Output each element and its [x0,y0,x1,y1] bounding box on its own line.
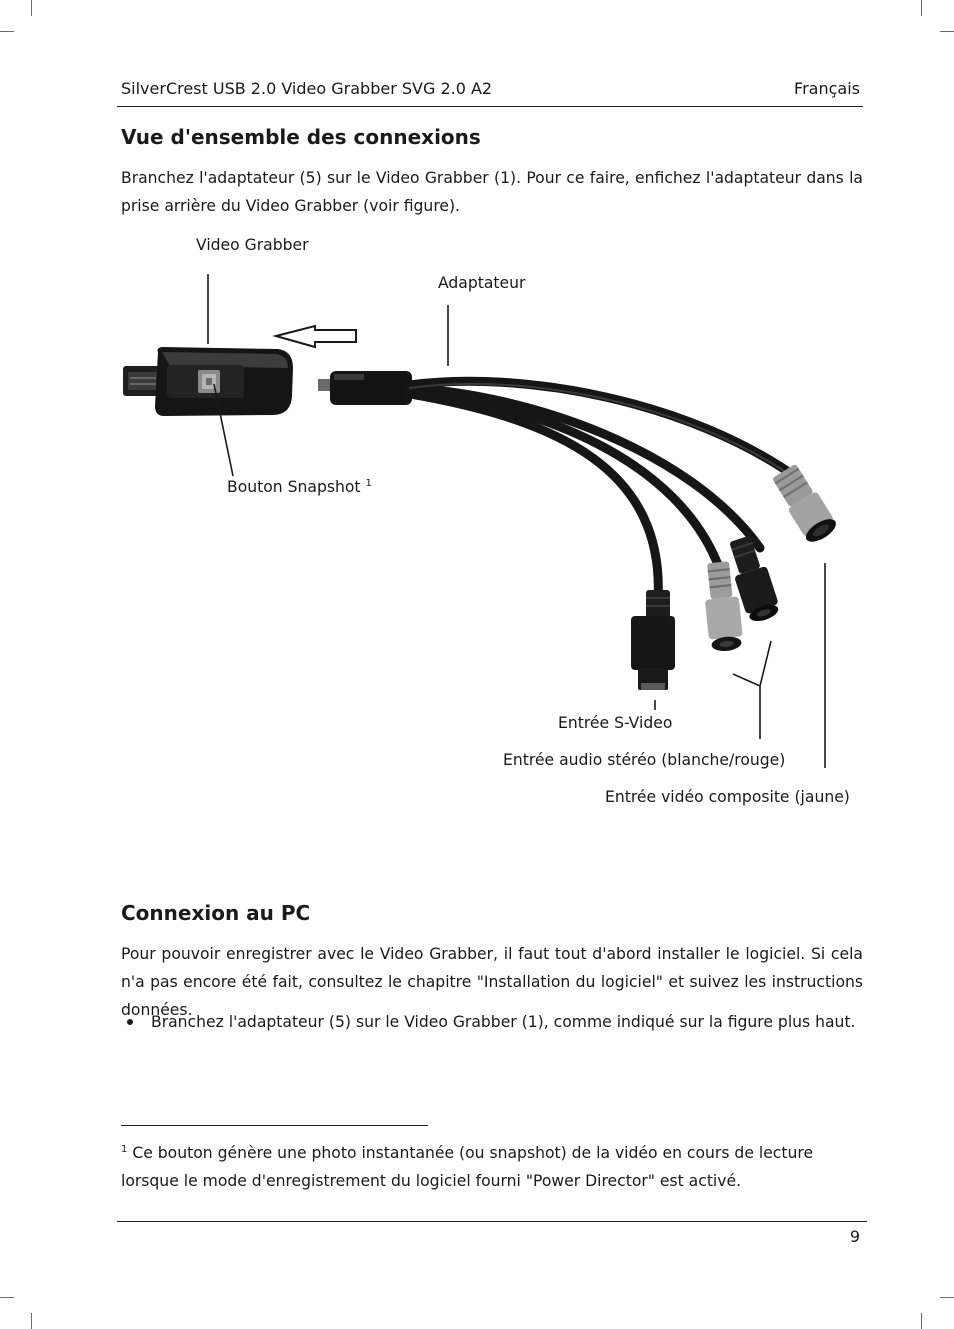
adapter-plug [318,371,412,405]
footnote-mark: 1 [121,1143,128,1155]
label-adapter: Adaptateur [438,274,526,292]
audio-red-connector [730,536,779,622]
connection-figure [123,274,836,768]
pc-connection-paragraph: Pour pouvoir enregistrer avec le Video G… [121,945,863,1019]
crop-mark [31,0,32,16]
footer-rule [117,1221,867,1222]
bullet-icon [127,1019,133,1025]
footnote: 1 Ce bouton génère une photo instantanée… [121,1139,863,1195]
page-number: 9 [849,1227,860,1246]
crop-mark [0,31,14,32]
label-snapshot-button: Bouton Snapshot 1 [227,477,372,496]
audio-white-connector [705,561,743,652]
label-audio-input: Entrée audio stéréo (blanche/rouge) [503,751,786,769]
footnote-marker: 1 [365,477,372,489]
crop-mark [940,1297,954,1298]
running-header-language: Français [794,79,860,98]
composite-connector [773,464,836,542]
section-heading-overview: Vue d'ensemble des connexions [121,125,481,149]
overview-paragraph: Branchez l'adaptateur (5) sur le Video G… [121,169,863,215]
label-composite-input: Entrée vidéo composite (jaune) [605,788,850,806]
list-item-text: Branchez l'adaptateur (5) sur le Video G… [151,1013,856,1031]
section-heading-pc-connection: Connexion au PC [121,901,311,925]
adapter-cables [405,376,805,605]
svideo-connector [631,590,675,690]
header-rule [117,106,863,107]
crop-mark [940,31,954,32]
crop-mark [31,1313,32,1329]
crop-mark [0,1297,14,1298]
callout-lines [207,274,826,768]
crop-mark [921,1313,922,1329]
footnote-rule [121,1125,428,1126]
video-grabber-device [123,347,293,416]
running-header-title: SilverCrest USB 2.0 Video Grabber SVG 2.… [121,79,493,98]
crop-mark [921,0,922,16]
footnote-text: Ce bouton génère une photo instantanée (… [121,1144,814,1190]
label-video-grabber: Video Grabber [196,236,309,254]
label-svideo-input: Entrée S-Video [558,714,673,732]
insert-arrow [272,324,357,349]
